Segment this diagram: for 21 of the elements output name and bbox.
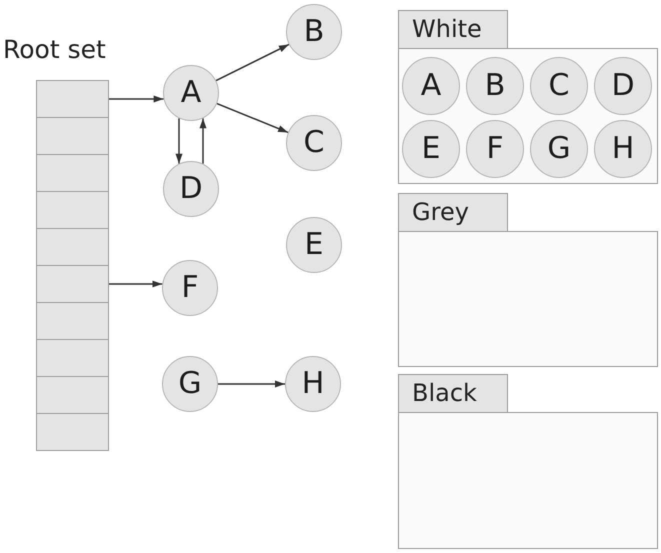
arrow xyxy=(216,102,288,134)
arrow xyxy=(218,380,285,388)
arrow xyxy=(109,96,164,102)
panel-tab: White xyxy=(398,10,508,49)
stack-cell xyxy=(36,413,109,451)
arrow xyxy=(176,118,182,164)
stack-cell xyxy=(36,80,109,118)
arrow xyxy=(200,118,206,164)
stack-cell xyxy=(36,154,109,192)
panel-tab: Grey xyxy=(398,193,508,232)
stack-cell xyxy=(36,376,109,414)
stack-cell xyxy=(36,339,109,377)
arrow xyxy=(109,280,162,288)
arrow xyxy=(216,44,290,82)
stack-cell xyxy=(36,302,109,340)
stack-cell xyxy=(36,228,109,266)
stack-cell xyxy=(36,117,109,155)
root-set-label: Root set xyxy=(3,37,106,62)
panel-tab: Black xyxy=(398,374,508,413)
stack-cell xyxy=(36,191,109,229)
stack-cell xyxy=(36,265,109,303)
